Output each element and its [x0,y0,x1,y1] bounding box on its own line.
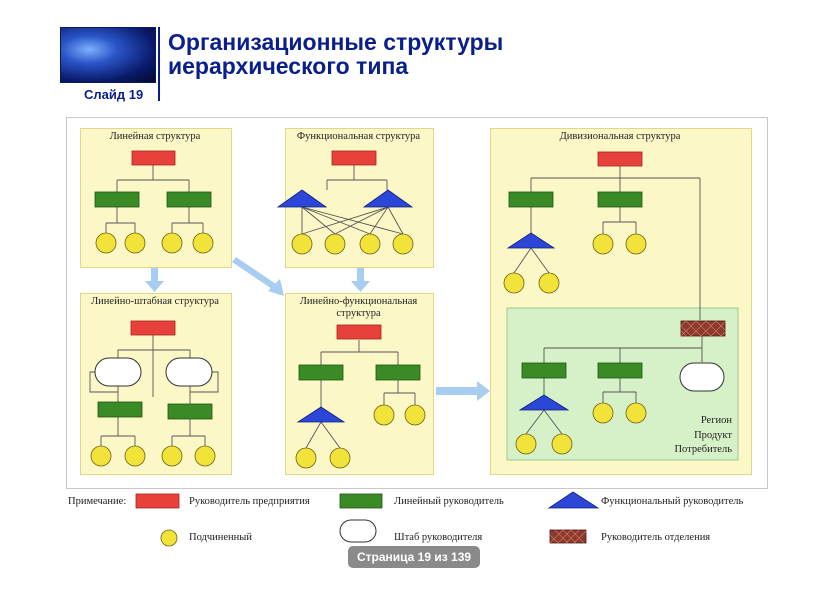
subordinate [324,233,346,255]
division-heads [680,320,726,337]
division-label-consumer: Потребитель [674,444,732,455]
legend-enterprise-head-swatch [135,493,180,509]
panel-line-functional-structure [285,293,434,475]
line-manager [94,191,140,208]
functional-manager [362,189,414,208]
division-label-region: Регион [700,415,732,426]
subordinate [161,445,183,467]
subordinate [161,232,183,254]
title-line-1: Организационные структуры [168,29,504,55]
legend-functional-manager: Функциональный руководитель [601,496,744,507]
title-line-2: иерархического типа [168,53,409,79]
manager-staff-oval [165,357,213,387]
header-divider [158,27,160,101]
subordinate [329,447,351,469]
subordinate [592,402,614,424]
subordinate [592,233,614,255]
legend-enterprise-head: Руководитель предприятия [189,496,310,507]
manager-staff [94,357,725,392]
arrow-linear-to-line-staff [145,268,164,292]
slide-number-label: Слайд 19 [84,87,144,102]
legend-symbols [135,491,600,547]
subordinate [192,232,214,254]
legend-manager-staff-swatch [339,519,377,543]
page-counter-badge: Страница 19 из 139 [348,546,480,568]
line-manager [521,362,567,379]
line-manager [167,403,213,420]
functional-manager [506,232,556,249]
subordinate [538,272,560,294]
arrow-line-functional-to-divisional [436,381,490,401]
division-label-product: Продукт [694,430,732,441]
panel-title-line-staff: Линейно-штабная структура [91,296,219,307]
panel-title-linear: Линейная структура [109,131,201,142]
legend-line-manager-swatch [339,493,383,509]
line-manager [597,191,643,208]
enterprise-head-line-staff [130,320,176,336]
enterprise-head-line-functional [336,324,382,340]
subordinates [90,232,647,469]
subordinate [551,433,573,455]
line-managers [94,191,643,420]
legend-note: Примечание: [68,496,127,507]
legend-line-manager: Линейный руководитель [394,496,504,507]
functional-manager [296,406,346,423]
subordinate [515,433,537,455]
manager-staff-oval [679,362,725,392]
subordinate [124,445,146,467]
subordinate [373,404,395,426]
line-manager [97,401,143,418]
line-manager [375,364,421,381]
functional-managers [276,189,570,423]
subordinate [392,233,414,255]
arrow-functional-to-line-functional [351,268,370,292]
line-manager [508,191,554,208]
legend-functional-manager-swatch [547,491,600,509]
enterprise-head-divisional [597,151,643,167]
enterprise-head-functional [331,150,377,166]
line-manager [597,362,643,379]
panel-title-divisional: Дивизиональная структура [559,131,681,142]
legend-subordinate-swatch [160,529,178,547]
manager-staff-oval [94,357,142,387]
slide-title: Организационные структуры иерархического… [168,30,503,78]
subordinate [295,447,317,469]
connectors [89,165,703,449]
subordinate [625,402,647,424]
subordinate [404,404,426,426]
legend-division-head: Руководитель отделения [601,532,711,543]
subordinate [124,232,146,254]
panel-title-line-functional-2: структура [336,308,381,319]
functional-manager [518,394,570,411]
world-map-logo [60,27,156,83]
subordinate [291,233,313,255]
line-manager [166,191,212,208]
subordinate [359,233,381,255]
arrow-linear-to-line-functional [232,257,284,296]
legend-subordinate: Подчиненный [189,532,252,543]
line-manager [298,364,344,381]
subordinate [194,445,216,467]
subordinate [625,233,647,255]
panel-title-functional: Функциональная структура [296,131,421,142]
subordinate [503,272,525,294]
functional-manager [276,189,328,208]
arrows [145,257,490,401]
legend-manager-staff: Штаб руководителя [394,532,483,543]
subordinate [95,232,117,254]
panel-title-line-functional: Линейно-функциональная структура [285,296,432,320]
enterprise-heads [130,150,643,340]
enterprise-head-linear [131,150,176,166]
subordinate [90,445,112,467]
panel-title-line-functional-1: Линейно-функциональная [299,296,418,307]
